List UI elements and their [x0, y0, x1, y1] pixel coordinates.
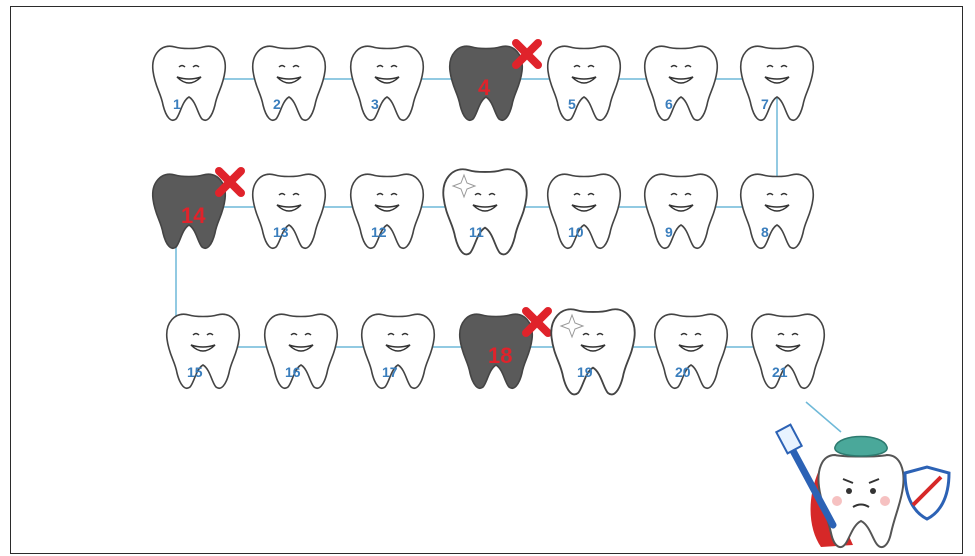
tooth-number: 6 — [665, 96, 673, 112]
tooth-number: 11 — [469, 224, 484, 240]
tooth-21[interactable]: 21 — [752, 314, 825, 388]
tooth-18[interactable]: 18 — [460, 311, 548, 388]
tooth-number: 13 — [273, 224, 289, 240]
tooth-13[interactable]: 13 — [253, 174, 326, 248]
tooth-icon — [443, 169, 526, 254]
toothpaste-cap-icon — [835, 437, 887, 457]
tooth-number: 16 — [285, 364, 301, 380]
tooth-4[interactable]: 4 — [450, 43, 538, 120]
tooth-number: 4 — [478, 75, 491, 100]
path-segment — [806, 402, 841, 432]
tooth-17[interactable]: 17 — [362, 314, 435, 388]
tooth-number: 1 — [173, 96, 181, 112]
tooth-number: 14 — [181, 203, 206, 228]
superhero-tooth-icon — [776, 425, 949, 547]
tooth-16[interactable]: 16 — [265, 314, 338, 388]
tooth-number: 3 — [371, 96, 379, 112]
tooth-number: 7 — [761, 96, 769, 112]
tooth-number: 8 — [761, 224, 769, 240]
tooth-number: 5 — [568, 96, 576, 112]
tooth-number: 15 — [187, 364, 203, 380]
tooth-icon — [551, 309, 634, 394]
tooth-20[interactable]: 20 — [655, 314, 728, 388]
tooth-12[interactable]: 12 — [351, 174, 424, 248]
tooth-11[interactable]: 11 — [443, 169, 526, 254]
tooth-number: 9 — [665, 224, 673, 240]
tooth-19[interactable]: 19 — [551, 309, 634, 394]
tooth-15[interactable]: 15 — [167, 314, 240, 388]
tooth-8[interactable]: 8 — [741, 174, 814, 248]
tooth-6[interactable]: 6 — [645, 46, 718, 120]
tooth-number: 21 — [772, 364, 788, 380]
tooth-9[interactable]: 9 — [645, 174, 718, 248]
tooth-3[interactable]: 3 — [351, 46, 424, 120]
tooth-14[interactable]: 14 — [153, 171, 241, 248]
tooth-number: 10 — [568, 224, 584, 240]
tooth-2[interactable]: 2 — [253, 46, 326, 120]
tooth-number: 18 — [488, 343, 512, 368]
tooth-1[interactable]: 1 — [153, 46, 226, 120]
tooth-number: 17 — [382, 364, 398, 380]
tooth-number: 19 — [577, 364, 593, 380]
tooth-number: 12 — [371, 224, 387, 240]
tooth-number: 20 — [675, 364, 691, 380]
tooth-10[interactable]: 10 — [548, 174, 621, 248]
tooth-number: 2 — [273, 96, 281, 112]
tooth-5[interactable]: 5 — [548, 46, 621, 120]
